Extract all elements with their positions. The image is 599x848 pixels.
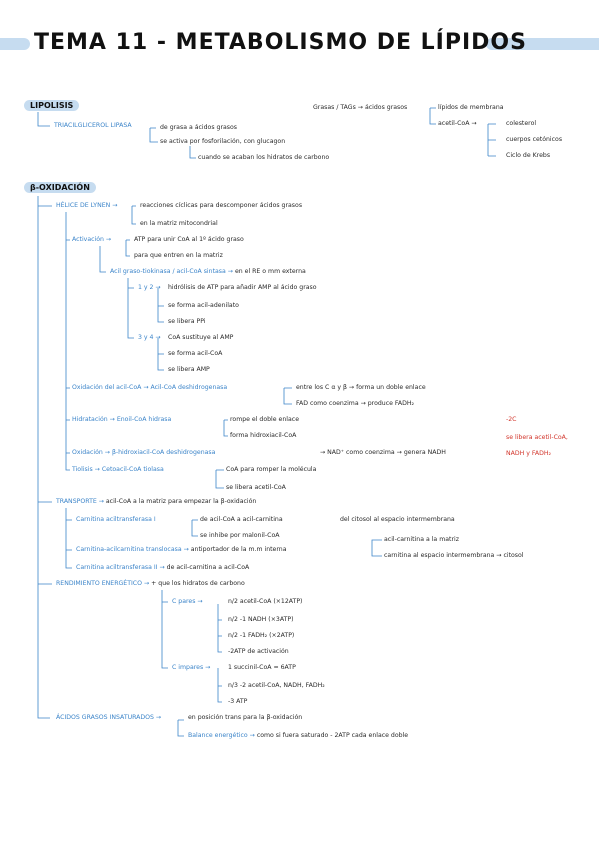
oxidacion-note-1: entre los C α y β → forma un doble enlac…	[296, 384, 426, 391]
impar-note-2: n/3 -2 acetil-CoA, NADH, FADH₂	[228, 682, 325, 689]
par-note-1: n/2 acetil-CoA (×12ATP)	[228, 598, 303, 605]
tiolisis-note-1: CoA para romper la molécula	[226, 466, 317, 473]
title-banner-right	[486, 38, 599, 50]
insaturados-note: en posición trans para la β-oxidación	[188, 714, 303, 721]
oxidacion-note-2: FAD como coenzima → produce FADH₂	[296, 400, 415, 407]
impar-note-1: 1 succinil-CoA = 6ATP	[228, 664, 296, 671]
acil-sintasa: Acil graso-tiokinasa / acil-CoA sintasa …	[110, 268, 306, 275]
lipolisis-note-2: se activa por fosforilación, con glucago…	[160, 138, 286, 145]
insaturados-header: ÁCIDOS GRASOS INSATURADOS →	[56, 714, 162, 721]
balance: Balance energético → como si fuera satur…	[188, 732, 409, 739]
cat1-note-1: de acil-CoA a acil-carnitina	[200, 516, 283, 523]
destino-cuerpos-cetonicos: cuerpos cetónicos	[506, 136, 563, 143]
lipolisis-enzyme: TRIACILGLICEROL LIPASA	[54, 122, 132, 129]
hidratacion-note-1: rompe el doble enlace	[230, 416, 299, 423]
side-note-2c: -2C	[506, 416, 517, 423]
paso34-note-3: se libera AMP	[168, 366, 210, 373]
cat1: Carnitina aciltransferasa I	[76, 516, 156, 523]
side-note-acetil: se libera acetil-CoA,	[506, 434, 568, 441]
cat2: Carnitina aciltransferasa II → de acil-c…	[76, 564, 250, 571]
activacion-note-1: ATP para unir CoA al 1º ácido graso	[134, 236, 244, 243]
oxidacion2-note: → NAD⁺ como coenzima → genera NADH	[320, 449, 446, 456]
paso12-note-2: se forma acil-adenilato	[168, 302, 239, 309]
helice-note-2: en la matriz mitocondrial	[140, 220, 218, 227]
lipolisis-grasas: Grasas / TAGs → ácidos grasos	[313, 104, 408, 111]
title-banner-left	[0, 38, 30, 50]
paso-3-4: 3 y 4 →	[138, 334, 161, 341]
boxidacion-header: β-OXIDACIÓN	[24, 182, 96, 193]
destino-colesterol: colesterol	[506, 120, 537, 127]
c-pares: C pares →	[172, 598, 203, 605]
par-note-2: n/2 -1 NADH (×3ATP)	[228, 616, 294, 623]
hidratacion: Hidratación → Enoil-CoA hidrasa	[72, 416, 172, 423]
paso34-note-1: CoA sustituye al AMP	[168, 334, 234, 341]
par-note-4: -2ATP de activación	[228, 648, 289, 655]
lipolisis-header: LIPOLISIS	[24, 100, 80, 111]
trans-note-intermembrana: carnitina al espacio intermembrana → cit…	[384, 552, 524, 559]
rendimiento-header: RENDIMIENTO ENERGÉTICO → + que los hidra…	[56, 580, 245, 587]
hidratacion-note-2: forma hidroxiacil-CoA	[230, 432, 297, 439]
cat1-note-2: del citosol al espacio intermembrana	[340, 516, 455, 523]
translocasa: Carnitina-acilcarnitina translocasa → an…	[76, 546, 287, 553]
helice-lynen: HÉLICE DE LYNEN →	[56, 202, 118, 209]
lipolisis-lipidos: lípidos de membrana	[438, 104, 504, 111]
oxidacion-2: Oxidación → β-hidroxiacil-CoA deshidroge…	[72, 449, 216, 456]
paso12-note-1: hidrólisis de ATP para añadir AMP al áci…	[168, 284, 317, 291]
destino-krebs: Ciclo de Krebs	[506, 152, 551, 159]
paso-1-2: 1 y 2 →	[138, 284, 161, 291]
c-impares: C impares →	[172, 664, 211, 671]
transporte-header: TRANSPORTE → acil-CoA a la matriz para e…	[56, 498, 257, 505]
tiolisis-note-2: se libera acetil-CoA	[226, 484, 286, 491]
lipolisis-note-1: de grasa a ácidos grasos	[160, 124, 238, 131]
lipolisis-note-3: cuando se acaban los hidratos de carbono	[198, 154, 330, 161]
paso34-note-2: se forma acil-CoA	[168, 350, 223, 357]
page-title: TEMA 11 - METABOLISMO DE LÍPIDOS	[34, 30, 527, 55]
helice-note-1: reacciones cíclicas para descomponer áci…	[140, 202, 303, 209]
par-note-3: n/2 -1 FADH₂ (×2ATP)	[228, 632, 295, 639]
impar-note-3: -3 ATP	[228, 698, 248, 705]
activacion-note-2: para que entren en la matriz	[134, 252, 223, 259]
cat1-note-3: se inhibe por malonil-CoA	[200, 532, 280, 539]
side-note-nadh: NADH y FADH₂	[506, 450, 551, 457]
oxidacion-acil: Oxidación del acil-CoA → Acil-CoA deshid…	[72, 384, 228, 391]
tiolisis: Tiolisis → Cetoacil-CoA tiolasa	[72, 466, 164, 473]
lipolisis-acetil: acetil-CoA →	[438, 120, 477, 127]
trans-note-matriz: acil-carnitina a la matriz	[384, 536, 459, 543]
paso12-note-3: se libera PPi	[168, 318, 206, 325]
activacion: Activación →	[72, 236, 112, 243]
